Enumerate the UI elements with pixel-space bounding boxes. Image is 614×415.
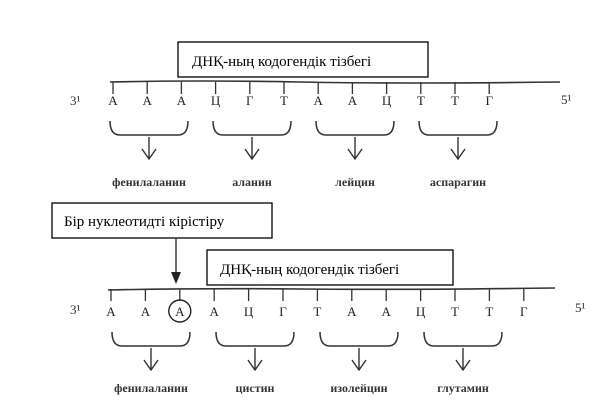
nucleotide: А xyxy=(177,93,187,108)
bottom-strand-label-box: ДНҚ-ның кодогендік тізбегі xyxy=(206,249,454,286)
nucleotide: А xyxy=(141,304,151,319)
nucleotide: А xyxy=(108,93,118,108)
top-strand-label-box: ДНҚ-ның кодогендік тізбегі xyxy=(177,41,429,78)
nucleotide: Ц xyxy=(382,93,392,108)
top-5prime-label: 5¹ xyxy=(561,92,572,107)
amino-acid-label: аланин xyxy=(232,175,272,189)
nucleotide: А xyxy=(175,304,185,319)
nucleotide: А xyxy=(210,304,220,319)
nucleotide: А xyxy=(314,93,324,108)
translation-arrow-icon xyxy=(141,137,157,161)
nucleotide: А xyxy=(106,304,116,319)
nucleotide: Г xyxy=(246,93,254,108)
nucleotide: Г xyxy=(520,304,528,319)
amino-acid-label: фенилаланин xyxy=(112,175,186,189)
top-dna-strand: 3¹ 5¹ А А А Ц Г Т А А Ц Т Т Г фенилаланин аланин лейц… xyxy=(70,80,572,189)
codon-brace xyxy=(111,331,191,347)
nucleotide: Т xyxy=(451,93,459,108)
bottom-5prime-label: 5¹ xyxy=(575,300,586,315)
nucleotide: Ц xyxy=(416,304,426,319)
nucleotide: Г xyxy=(279,304,287,319)
nucleotide: А xyxy=(143,93,153,108)
nucleotide: Ц xyxy=(244,304,254,319)
insertion-label: Бір нуклеотидті кірістіру xyxy=(64,214,225,230)
nucleotide: Т xyxy=(417,93,425,108)
nucleotide: Т xyxy=(280,93,288,108)
codon-brace xyxy=(109,120,189,136)
nucleotide: А xyxy=(382,304,392,319)
translation-arrow-icon xyxy=(247,348,263,372)
nucleotide: Т xyxy=(451,304,459,319)
bottom-strand-label: ДНҚ-ның кодогендік тізбегі xyxy=(220,262,399,278)
codon-brace xyxy=(315,120,395,136)
nucleotide: Т xyxy=(313,304,321,319)
nucleotide: А xyxy=(348,93,358,108)
amino-acid-label: глутамин xyxy=(437,381,489,395)
translation-arrow-icon xyxy=(351,348,367,372)
codon-brace xyxy=(319,331,399,347)
translation-arrow-icon xyxy=(450,137,466,161)
bottom-3prime-label: 3¹ xyxy=(70,302,81,317)
insertion-arrow xyxy=(171,238,181,284)
bottom-strand-line xyxy=(107,287,556,291)
amino-acid-label: аспарагин xyxy=(430,175,486,189)
translation-arrow-icon xyxy=(244,137,260,161)
top-strand-line xyxy=(109,80,561,84)
nucleotide: Г xyxy=(485,93,493,108)
insertion-label-box: Бір нуклеотидті кірістіру xyxy=(51,202,273,239)
translation-arrow-icon xyxy=(143,348,159,372)
bottom-codons: фенилаланин цистин изолейцин глутамин xyxy=(111,331,503,395)
top-3prime-label: 3¹ xyxy=(70,93,81,108)
amino-acid-label: изолейцин xyxy=(330,381,387,395)
codon-brace xyxy=(418,120,498,136)
amino-acid-label: лейцин xyxy=(335,175,375,189)
top-strand-label: ДНҚ-ның кодогендік тізбегі xyxy=(192,54,371,70)
amino-acid-label: цистин xyxy=(236,381,275,395)
codon-brace xyxy=(215,331,295,347)
insertion-arrow-head xyxy=(171,272,181,284)
nucleotide: А xyxy=(347,304,357,319)
translation-arrow-icon xyxy=(455,348,471,372)
codon-brace xyxy=(212,120,292,136)
codon-brace xyxy=(423,331,503,347)
nucleotide: Ц xyxy=(211,93,221,108)
top-codons: фенилаланин аланин лейцин аспарагин xyxy=(109,120,498,189)
inserted-nucleotide-circle xyxy=(168,299,192,323)
translation-arrow-icon xyxy=(347,137,363,161)
bottom-dna-strand: 3¹ 5¹ А А А А Ц Г Т А А Ц Т Т Г фенилаланин цистин изо… xyxy=(70,287,586,395)
amino-acid-label: фенилаланин xyxy=(114,381,188,395)
nucleotide: Т xyxy=(485,304,493,319)
